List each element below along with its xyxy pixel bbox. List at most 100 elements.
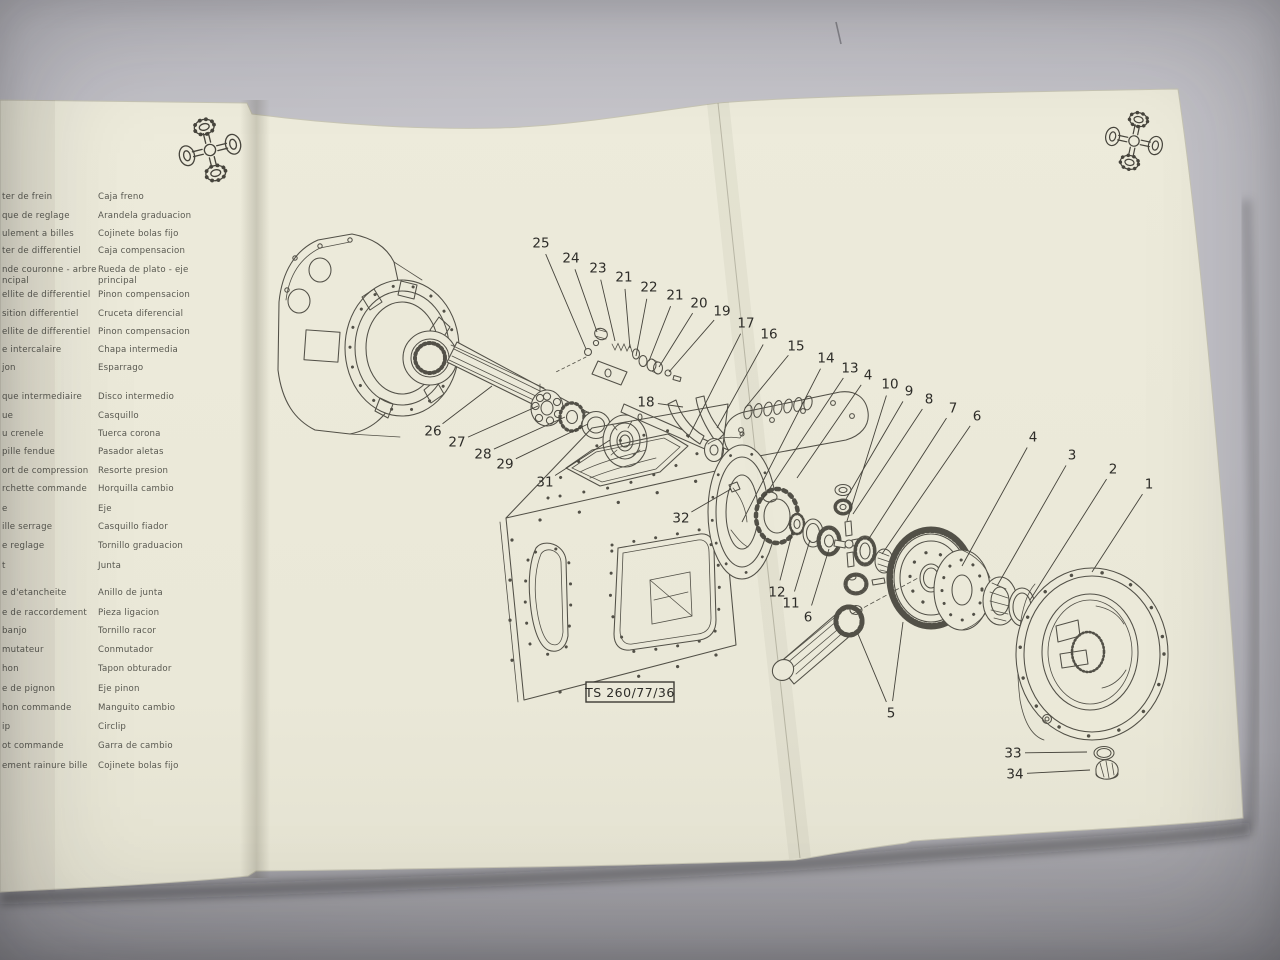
parts-list-cell-es: Junta	[97, 561, 121, 571]
leader-line	[1091, 493, 1143, 573]
flap-edge-shade	[0, 100, 55, 892]
parts-list-cell-es: Manguito cambio	[98, 703, 175, 713]
parts-list-cell-es: Tornillo racor	[97, 626, 156, 636]
parts-list-cell-fr: sition differentiel	[2, 309, 79, 319]
parts-list-cell-es: Caja compensacion	[98, 246, 185, 256]
part-carrier-drum	[933, 549, 991, 631]
callout-28: 28	[474, 416, 566, 463]
callout-32: 32	[672, 488, 732, 527]
leader-line	[1026, 769, 1091, 774]
parts-list-cell-fr: e de pignon	[2, 684, 55, 694]
callout-label: 19	[713, 304, 730, 320]
part-ball-bearing-27	[530, 389, 564, 427]
leader-line	[467, 405, 539, 438]
callout-label: 20	[690, 296, 707, 312]
leader-line	[600, 279, 616, 342]
parts-list-cell-es: Cojinete bolas fijo	[98, 761, 179, 771]
part-seal-ring-33	[1093, 745, 1115, 761]
leader-line	[687, 333, 741, 439]
callout-26: 26	[424, 385, 493, 440]
callout-label: 17	[737, 316, 754, 332]
callout-15: 15	[744, 339, 805, 409]
callout-12: 12	[768, 529, 794, 601]
parts-list-cell-fr: jon	[1, 363, 16, 373]
part-brake-housing	[277, 233, 460, 438]
leader-line	[648, 305, 672, 362]
callout-label: 27	[448, 435, 465, 451]
callout-20: 20	[658, 296, 708, 368]
callout-label: 10	[881, 377, 898, 393]
parts-list-cell-fr: t	[2, 561, 6, 571]
parts-list-cell-fr: pille fendue	[2, 447, 55, 457]
leader-line	[493, 416, 566, 450]
callout-label: 11	[782, 596, 799, 612]
callout-label: 1	[1145, 477, 1154, 493]
callout-31: 31	[536, 439, 611, 491]
callout-label: 18	[637, 395, 654, 411]
leader-line	[668, 319, 715, 373]
callout-label: 23	[589, 261, 606, 277]
leader-line	[811, 548, 830, 606]
callout-2: 2	[1029, 462, 1117, 601]
parts-list-cell-fr: que intermediaire	[2, 392, 82, 402]
part-taper-bearing	[982, 576, 1018, 626]
parts-list-cell-fr: e reglage	[2, 541, 44, 551]
parts-list-cell-fr: ue	[2, 411, 13, 421]
callout-19: 19	[668, 304, 731, 373]
callout-label: 12	[768, 585, 785, 601]
leader-line	[1024, 751, 1088, 754]
callout-25: 25	[532, 236, 587, 350]
part-bevel-pinion-shaft	[771, 577, 919, 685]
leader-line	[744, 354, 789, 409]
callout-11: 11	[782, 539, 811, 612]
parts-list-cell-es: Eje	[98, 504, 112, 514]
fold-shadow-left	[240, 100, 270, 878]
leader-line	[691, 488, 732, 513]
leader-line	[846, 395, 887, 522]
parts-list-cell-fr: u crenele	[2, 429, 44, 439]
parts-list-cell-fr: ellite de differentiel	[2, 290, 90, 300]
callout-21: 21	[615, 270, 633, 349]
callout-29: 29	[496, 423, 589, 473]
callout-13: 13	[761, 361, 859, 501]
leader-line	[881, 425, 971, 555]
leader-line	[442, 385, 493, 425]
parts-list-cell-fr: ot commande	[2, 741, 64, 751]
callout-10: 10	[846, 377, 899, 522]
callout-label: 31	[536, 475, 553, 491]
parts-list-cell-es: Tapon obturador	[97, 664, 172, 674]
callout-9: 9	[845, 384, 914, 500]
callout-label: 33	[1004, 746, 1021, 762]
callout-label: 5	[887, 706, 896, 722]
parts-list-cell-fr: hon	[2, 664, 19, 674]
parts-list-cell-fr: ellite de differentiel	[2, 327, 90, 337]
parts-list-cell-es: Pasador aletas	[98, 447, 164, 457]
parts-list-cell-fr: ncipal	[2, 276, 29, 286]
parts-list-cell-es: Conmutador	[98, 645, 154, 655]
parts-list-cell-fr: ip	[2, 722, 10, 732]
callout-label: 9	[905, 384, 914, 400]
plate-label-box: TS 260/77/36	[584, 681, 675, 703]
parts-list-cell-fr: nde couronne - arbre	[2, 265, 97, 275]
parts-list-cell-es: Cojinete bolas fijo	[98, 229, 179, 239]
callout-33: 33	[1004, 746, 1088, 762]
part-splined-bush-12	[788, 512, 806, 536]
parts-list-cell-es: Cruceta diferencial	[98, 309, 183, 319]
parts-list-cell-es: Tuerca corona	[97, 429, 161, 439]
parts-list-cell-es: Disco intermedio	[98, 392, 174, 402]
background-scratch	[835, 21, 842, 45]
part-ring-gear-7	[853, 535, 877, 567]
parts-list-cell-fr: ille serrage	[2, 522, 52, 532]
parts-list-cell-fr: e d'etancheite	[2, 588, 67, 598]
parts-list-cell-fr: hon commande	[2, 703, 71, 713]
callout-label: 4	[1029, 430, 1038, 446]
part-bevel-pinion-6b	[843, 572, 886, 596]
leader-line	[545, 253, 587, 350]
callout-label: 25	[532, 236, 549, 252]
callout-16: 16	[716, 327, 778, 429]
callout-label: 21	[615, 270, 632, 286]
parts-list-cell-fr: banjo	[2, 626, 27, 636]
leader-line	[761, 377, 844, 501]
